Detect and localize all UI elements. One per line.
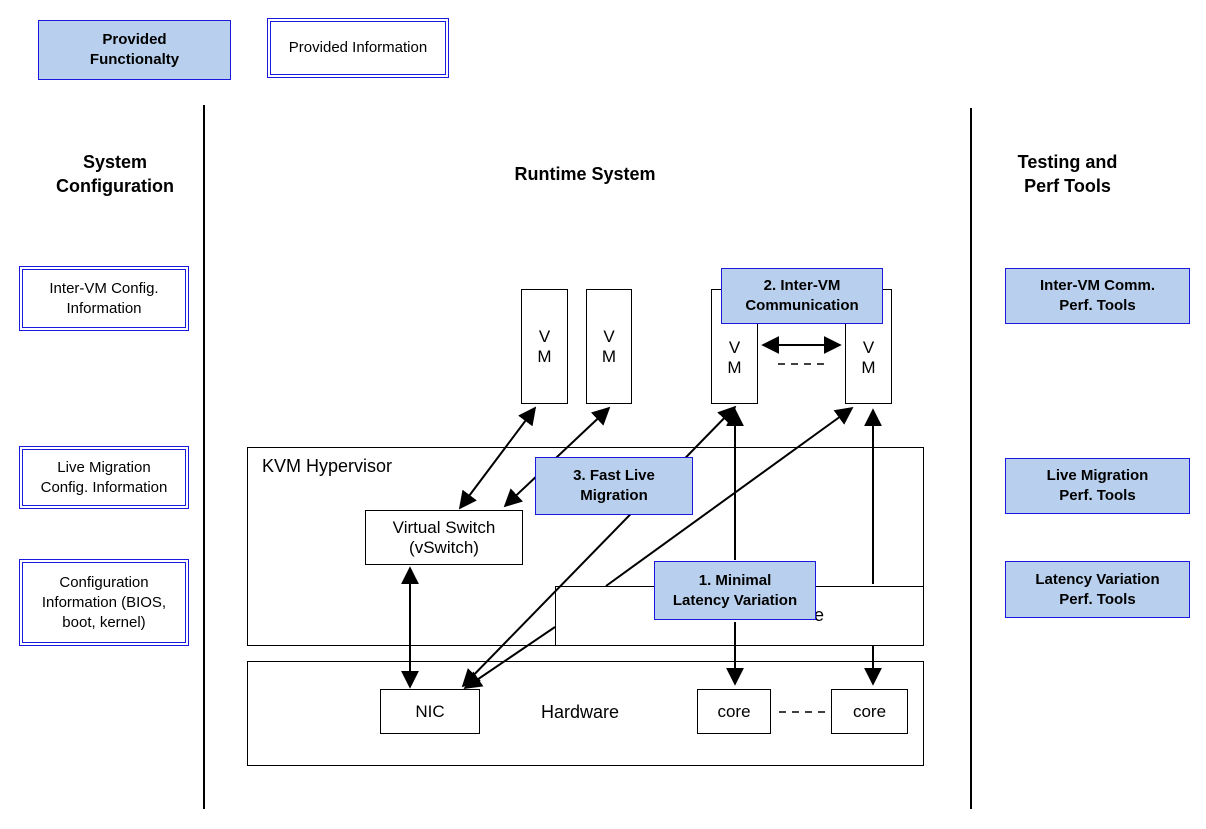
column-header-runtime-system: Runtime System: [514, 164, 656, 184]
tool-inter-vm-comm: Inter-VM Comm. Perf. Tools: [1005, 268, 1190, 324]
config-live-migration: Live Migration Config. Information: [19, 446, 189, 509]
kvm-hypervisor-label: KVM Hypervisor: [262, 456, 393, 476]
func-minimal-latency-variation: 1. Minimal Latency Variation: [654, 561, 816, 620]
arrow-nic-vm4: [463, 626, 556, 690]
hidden-component-label: e: [814, 605, 825, 625]
hardware-label: Hardware: [541, 702, 620, 722]
func-fast-live-migration: 3. Fast Live Migration: [535, 457, 693, 515]
nic-box: NIC: [380, 689, 480, 734]
tool-live-migration: Live Migration Perf. Tools: [1005, 458, 1190, 514]
vm-1: V M: [521, 289, 568, 404]
config-bios-boot-kernel: Configuration Information (BIOS, boot, k…: [19, 559, 189, 646]
arrow-hidden-vm4: [605, 406, 854, 587]
core-1: core: [697, 689, 771, 734]
column-header-system-configuration: System Configuration: [56, 152, 174, 196]
core-2: core: [831, 689, 908, 734]
arrow-vswitch-vm1: [458, 406, 537, 510]
arrow-nic-vm3: [461, 405, 737, 688]
vm-2: V M: [586, 289, 632, 404]
func-inter-vm-communication: 2. Inter-VM Communication: [721, 268, 883, 324]
tool-latency-variation: Latency Variation Perf. Tools: [1005, 561, 1190, 618]
column-header-testing-perf-tools: Testing and Perf Tools: [1017, 152, 1118, 196]
legend-information: Provided Information: [267, 18, 449, 78]
legend-functionality: Provided Functionalty: [38, 20, 231, 80]
config-inter-vm: Inter-VM Config. Information: [19, 266, 189, 331]
